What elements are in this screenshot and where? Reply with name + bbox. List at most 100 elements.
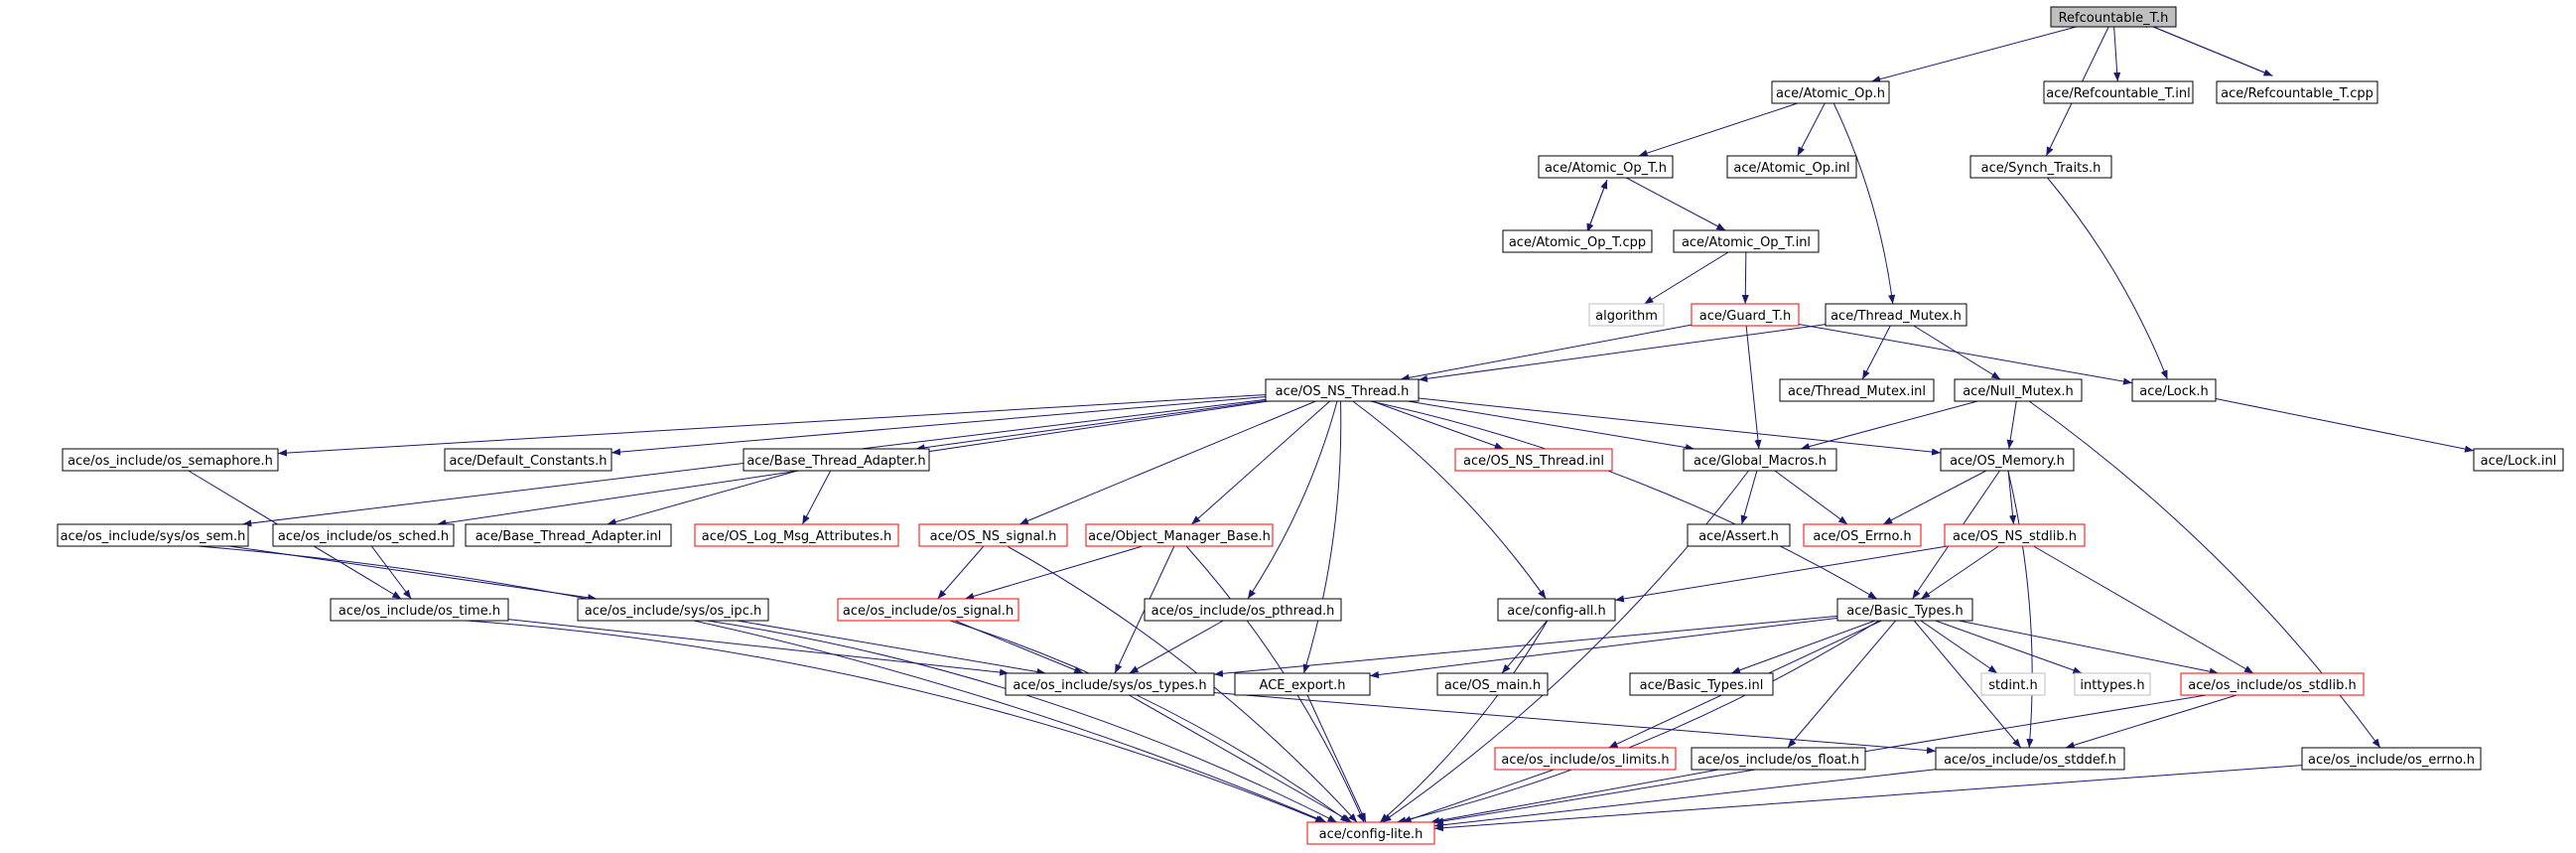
node-os-limits-h[interactable]: ace/os_include/os_limits.h (1494, 747, 1677, 771)
node-os-signal-h[interactable]: ace/os_include/os_signal.h (837, 598, 1019, 622)
node-refcountable-t-h[interactable]: Refcountable_T.h (2050, 6, 2177, 28)
node-label: ace/Assert.h (1698, 529, 1779, 544)
node-os-sem-h[interactable]: ace/os_include/sys/os_sem.h (57, 523, 249, 547)
node-box (1944, 523, 2086, 547)
node-os-ns-signal-h[interactable]: ace/OS_NS_signal.h (918, 523, 1068, 547)
edge-refcountable_t_cpp-to-refcountable_t_h (2139, 20, 2273, 76)
node-os-ns-thread-inl[interactable]: ace/OS_NS_Thread.inl (1454, 448, 1613, 472)
node-box (2301, 747, 2482, 771)
node-label: ace/os_include/os_limits.h (1501, 753, 1669, 768)
node-stdint-h[interactable]: stdint.h (1980, 672, 2046, 696)
node-os-stddef-h[interactable]: ace/os_include/os_stddef.h (1935, 747, 2125, 771)
edge-basic_types_h-to-config_lite_h (1397, 620, 1879, 824)
node-label: ace/OS_NS_Thread.inl (1463, 454, 1604, 469)
node-os-time-h[interactable]: ace/os_include/os_time.h (330, 598, 509, 622)
edge-os_ns_stdlib_h-to-os_stdlib_h (2033, 545, 2254, 674)
node-os-stdlib-h[interactable]: ace/os_include/os_stdlib.h (2180, 672, 2365, 696)
edge-guard_t_h-to-lock_h (1798, 324, 2133, 385)
edge-os_time_h-to-config_lite_h (466, 620, 1325, 823)
node-box (2473, 448, 2564, 472)
node-label: ace/config-all.h (1507, 604, 1606, 619)
node-basic-types-inl[interactable]: ace/Basic_Types.inl (1629, 672, 1774, 696)
node-label: ace/Atomic_Op.h (1776, 86, 1885, 101)
edge-os_ns_thread_h-to-ace_export_h (1302, 400, 1342, 674)
edge-atomic_op_t_cpp-to-atomic_op_t_h (1586, 179, 1608, 233)
edge-config_all_h-to-config_lite_h (1379, 620, 1549, 823)
node-os-sched-h[interactable]: ace/os_include/os_sched.h (272, 523, 455, 547)
node-base-thread-adapter-h[interactable]: ace/Base_Thread_Adapter.h (743, 448, 930, 472)
edge-atomic_op_t_inl-to-guard_t_h (1741, 251, 1749, 305)
node-global-macros-h[interactable]: ace/Global_Macros.h (1683, 448, 1837, 472)
edge-os_memory_h-to-os_stddef_h (2007, 470, 2034, 749)
edge-atomic_op_t_inl-to-algorithm (1644, 251, 1729, 305)
node-os-errno-inc-h[interactable]: ace/os_include/os_errno.h (2301, 747, 2482, 771)
node-os-log-msg-attributes-h[interactable]: ace/OS_Log_Msg_Attributes.h (694, 523, 899, 547)
node-atomic-op-inl[interactable]: ace/Atomic_Op.inl (1726, 155, 1857, 179)
node-os-float-h[interactable]: ace/os_include/os_float.h (1691, 747, 1866, 771)
node-config-lite-h[interactable]: ace/config-lite.h (1306, 821, 1435, 845)
node-ace-export-h[interactable]: ACE_export.h (1234, 672, 1371, 696)
node-guard-t-h[interactable]: ace/Guard_T.h (1691, 303, 1800, 327)
node-box (1687, 523, 1791, 547)
edge-os_ns_thread_h-to-os_semaphore_h (277, 394, 1267, 457)
node-refcountable-t-cpp[interactable]: ace/Refcountable_T.cpp (2216, 80, 2378, 104)
edge-refcountable_t_h-to-atomic_op_h (1871, 26, 2077, 83)
node-box (1691, 303, 1800, 327)
node-os-ns-thread-h[interactable]: ace/OS_NS_Thread.h (1265, 378, 1420, 402)
node-label: ace/Synch_Traits.h (1981, 161, 2101, 176)
node-lock-h[interactable]: ace/Lock.h (2131, 378, 2217, 402)
edge-basic_types_h-to-os_types_h (1213, 615, 1838, 677)
edge-basic_types_h-to-inttypes_h (1935, 620, 2083, 674)
node-inttypes-h[interactable]: inttypes.h (2074, 672, 2151, 696)
edge-os_stddef_h-to-config_lite_h (1433, 769, 1937, 829)
node-label: ace/Refcountable_T.cpp (2221, 86, 2373, 101)
node-atomic-op-t-cpp[interactable]: ace/Atomic_Op_T.cpp (1502, 229, 1653, 253)
node-label: ace/Lock.inl (2481, 454, 2557, 469)
node-box (1691, 747, 1866, 771)
node-label: ace/os_include/os_float.h (1697, 753, 1859, 768)
node-os-semaphore-h[interactable]: ace/os_include/os_semaphore.h (62, 448, 279, 472)
node-label: ace/OS_Log_Msg_Attributes.h (702, 529, 891, 544)
node-basic-types-h[interactable]: ace/Basic_Types.h (1836, 598, 1973, 622)
node-label: ace/Atomic_Op_T.inl (1682, 235, 1811, 250)
node-label: ace/Lock.h (2139, 384, 2209, 399)
node-os-pthread-h[interactable]: ace/os_include/os_pthread.h (1144, 598, 1342, 622)
node-os-types-h[interactable]: ace/os_include/sys/os_types.h (1005, 672, 1215, 696)
node-atomic-op-t-h[interactable]: ace/Atomic_Op_T.h (1538, 155, 1674, 179)
node-null-mutex-h[interactable]: ace/Null_Mutex.h (1954, 378, 2083, 402)
node-os-main-h[interactable]: ace/OS_main.h (1436, 672, 1549, 696)
node-os-ipc-h[interactable]: ace/os_include/sys/os_ipc.h (577, 598, 769, 622)
edge-synch_traits_h-to-lock_h (2047, 177, 2168, 380)
node-label: ace/Base_Thread_Adapter.inl (475, 529, 662, 544)
edges-layer (188, 20, 2475, 832)
node-synch-traits-h[interactable]: ace/Synch_Traits.h (1969, 155, 2112, 179)
edge-os_time_h-to-os_types_h (507, 619, 1010, 676)
node-object-manager-base-h[interactable]: ace/Object_Manager_Base.h (1085, 523, 1274, 547)
node-box (1935, 747, 2125, 771)
node-box (1234, 672, 1371, 696)
node-refcountable-t-inl[interactable]: ace/Refcountable_T.inl (2043, 80, 2194, 104)
node-os-errno-h[interactable]: ace/OS_Errno.h (1803, 523, 1922, 547)
node-os-ns-stdlib-h[interactable]: ace/OS_NS_stdlib.h (1944, 523, 2086, 547)
node-config-all-h[interactable]: ace/config-all.h (1497, 598, 1616, 622)
node-base-thread-adapter-inl[interactable]: ace/Base_Thread_Adapter.inl (465, 523, 672, 547)
edge-thread_mutex_h-to-os_ns_thread_h (1418, 324, 1827, 382)
node-thread-mutex-inl[interactable]: ace/Thread_Mutex.inl (1779, 378, 1935, 402)
node-lock-inl[interactable]: ace/Lock.inl (2473, 448, 2564, 472)
edge-base_thread_adapter_h-to-base_thread_adapter_inl (607, 470, 798, 526)
edge-os_stdlib_h-to-os_stddef_h (2065, 694, 2237, 749)
node-box (1306, 821, 1435, 845)
node-box (1771, 80, 1890, 104)
node-thread-mutex-h[interactable]: ace/Thread_Mutex.h (1825, 303, 1967, 327)
node-box (1803, 523, 1922, 547)
edge-lock_h-to-lock_inl (2215, 397, 2475, 453)
node-algorithm[interactable]: algorithm (1588, 303, 1665, 327)
node-os-memory-h[interactable]: ace/OS_Memory.h (1940, 448, 2075, 472)
node-assert-h[interactable]: ace/Assert.h (1687, 523, 1791, 547)
node-box (1683, 448, 1837, 472)
edge-atomic_op_h-to-thread_mutex_h (1832, 102, 1896, 305)
node-default-constants-h[interactable]: ace/Default_Constants.h (444, 448, 612, 472)
node-atomic-op-h[interactable]: ace/Atomic_Op.h (1771, 80, 1890, 104)
node-atomic-op-t-inl[interactable]: ace/Atomic_Op_T.inl (1673, 229, 1820, 253)
